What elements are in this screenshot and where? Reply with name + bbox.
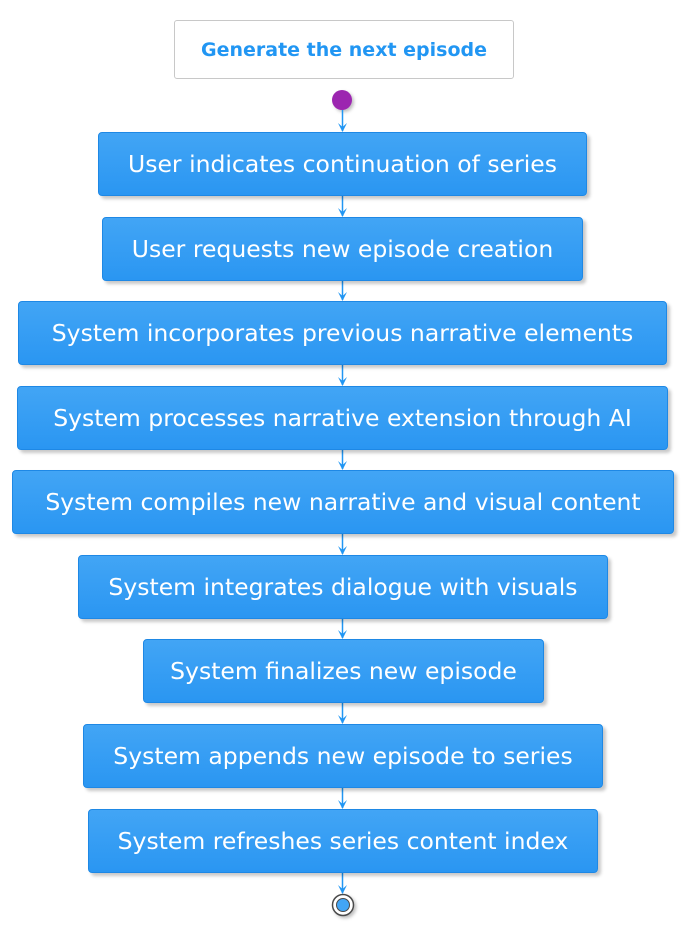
step-append-episode-to-series: System appends new episode to series <box>83 724 603 788</box>
arrowhead <box>338 546 347 555</box>
step-compile-narrative-visual-content: System compiles new narrative and visual… <box>12 470 674 534</box>
arrowhead <box>338 461 347 470</box>
arrowhead <box>338 377 347 386</box>
end-node <box>331 893 355 917</box>
arrowhead <box>338 800 347 809</box>
step-label: System refreshes series content index <box>117 827 569 855</box>
arrowhead <box>338 885 347 894</box>
start-node <box>332 90 352 110</box>
step-label: System compiles new narrative and visual… <box>45 488 641 516</box>
step-label: System finalizes new episode <box>170 657 517 685</box>
step-integrate-dialogue-visuals: System integrates dialogue with visuals <box>78 555 608 619</box>
step-label: System integrates dialogue with visuals <box>108 573 578 601</box>
step-process-narrative-extension: System processes narrative extension thr… <box>17 386 668 450</box>
step-refresh-content-index: System refreshes series content index <box>88 809 598 873</box>
arrowhead <box>338 123 347 132</box>
step-label: User requests new episode creation <box>131 235 554 263</box>
arrowhead <box>338 208 347 217</box>
step-label: System processes narrative extension thr… <box>53 404 632 432</box>
arrowhead <box>338 292 347 301</box>
step-user-indicates-continuation: User indicates continuation of series <box>98 132 587 196</box>
arrowhead <box>338 715 347 724</box>
step-label: System appends new episode to series <box>113 742 573 770</box>
diagram-title-box: Generate the next episode <box>174 20 514 79</box>
step-user-requests-new-episode: User requests new episode creation <box>102 217 583 281</box>
step-finalize-new-episode: System finalizes new episode <box>143 639 544 703</box>
diagram-title: Generate the next episode <box>201 38 487 61</box>
step-label: User indicates continuation of series <box>128 150 557 178</box>
step-label: System incorporates previous narrative e… <box>51 319 634 347</box>
step-incorporate-narrative-elements: System incorporates previous narrative e… <box>18 301 667 365</box>
arrowhead <box>338 630 347 639</box>
